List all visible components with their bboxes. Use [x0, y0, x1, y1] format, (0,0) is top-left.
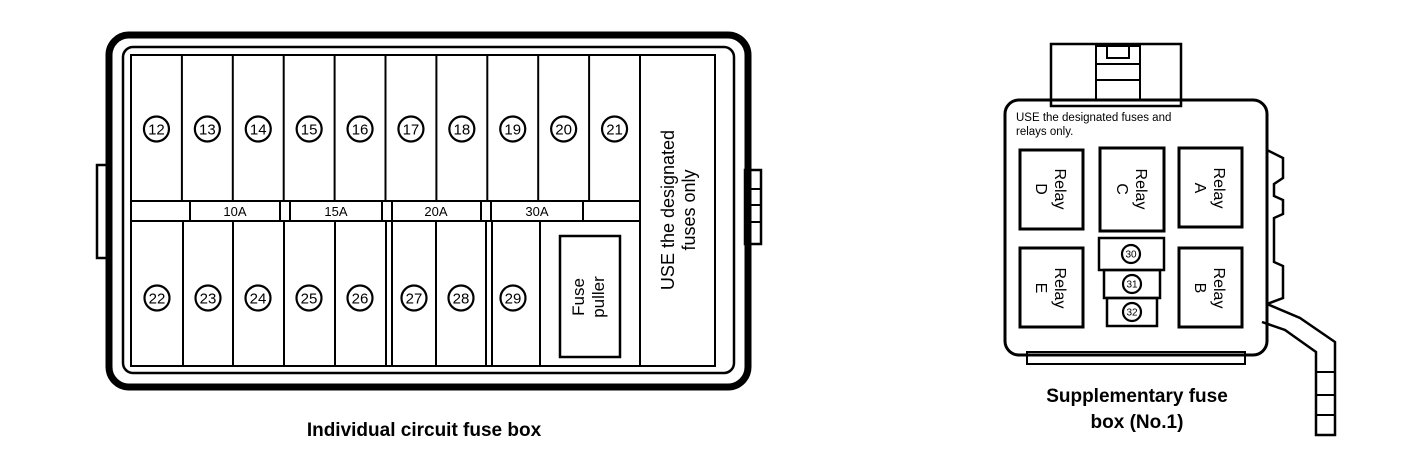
small-fuse-30: 30	[1120, 243, 1142, 265]
fuse-14: 14	[244, 115, 272, 143]
fuse-23-label: 23	[200, 290, 217, 307]
fuse-21: 21	[600, 115, 629, 143]
fuse-23: 23	[194, 284, 222, 312]
relay-c	[1098, 146, 1166, 233]
top-connector	[1049, 42, 1183, 108]
supplementary-box-body	[1003, 98, 1269, 357]
fuse-25-label: 25	[301, 290, 318, 307]
small-fuse-32-label: 32	[1126, 308, 1138, 319]
fuse-17-label: 17	[403, 121, 420, 138]
supplementary-notice-line-2: relays only.	[1016, 126, 1073, 138]
svg-text:E: E	[1032, 283, 1049, 294]
svg-text:C: C	[1113, 183, 1130, 195]
right-caption-line-1: Supplementary fuse	[1046, 386, 1228, 407]
svg-text:Relay: Relay	[1051, 169, 1068, 210]
fuse-19-label: 19	[504, 121, 521, 138]
relay-e	[1018, 246, 1085, 329]
svg-text:USE the designated: USE the designated	[658, 130, 678, 290]
supplementary-fuse-box	[1003, 42, 1337, 437]
svg-text:Relay: Relay	[1210, 168, 1227, 209]
side-clips	[1266, 148, 1285, 306]
svg-text:D: D	[1032, 183, 1049, 195]
fuse-22-label: 22	[149, 290, 166, 307]
fuse-15-label: 15	[301, 121, 318, 138]
fuse-29: 29	[499, 284, 527, 312]
rating-20A: 20A	[424, 204, 447, 219]
fuse-29-label: 29	[505, 290, 522, 307]
relay-b	[1177, 246, 1244, 329]
fuse-puller	[558, 234, 622, 359]
left-caption: Individual circuit fuse box	[307, 420, 542, 441]
small-fuse-30-label: 30	[1125, 250, 1137, 261]
cable	[1261, 302, 1337, 437]
small-fuse-32: 32	[1121, 301, 1143, 323]
fuse-16-label: 16	[352, 121, 369, 138]
svg-text:Relay: Relay	[1210, 268, 1227, 309]
fuse-18: 18	[448, 115, 476, 143]
fuse-24-label: 24	[250, 290, 267, 307]
fuse-28-label: 28	[453, 290, 470, 307]
small-fuse-31: 31	[1121, 273, 1143, 295]
fuse-27: 27	[400, 284, 428, 312]
fuse-16: 16	[346, 115, 374, 143]
fuse-21-label: 21	[606, 121, 623, 138]
fuse-box-inner-frame	[121, 45, 736, 375]
rating-30A: 30A	[525, 204, 548, 219]
right-caption-line-2: box (No.1)	[1091, 412, 1184, 433]
relay-a	[1177, 146, 1244, 229]
fuse-26: 26	[346, 284, 374, 312]
individual-circuit-fuse-box	[95, 31, 763, 391]
svg-text:puller: puller	[589, 276, 608, 318]
fuse-27-label: 27	[406, 290, 423, 307]
rating-15A: 15A	[324, 204, 347, 219]
fuse-20: 20	[550, 115, 578, 143]
svg-text:fuses only: fuses only	[679, 169, 699, 250]
svg-text:Relay: Relay	[1132, 169, 1149, 210]
fuse-12-label: 12	[148, 121, 165, 138]
svg-text:Fuse: Fuse	[569, 278, 588, 316]
small-fuse-block-32	[1105, 296, 1159, 328]
fuse-28: 28	[447, 284, 475, 312]
fuse-22: 22	[143, 284, 171, 312]
fuse-24: 24	[244, 284, 272, 312]
svg-text:Relay: Relay	[1051, 268, 1068, 309]
fuse-25: 25	[295, 284, 323, 312]
fuse-13-label: 13	[199, 121, 216, 138]
relay-d	[1018, 148, 1085, 231]
fuse-17: 17	[397, 115, 425, 143]
supplementary-notice-line-1: USE the designated fuses and	[1016, 112, 1171, 124]
svg-text:B: B	[1191, 283, 1208, 294]
fuse-15: 15	[295, 115, 323, 143]
fuse-14-label: 14	[250, 121, 267, 138]
fuse-box-outer-frame	[105, 31, 752, 391]
svg-text:A: A	[1191, 183, 1208, 194]
fuse-19: 19	[499, 115, 527, 143]
fuse-18-label: 18	[454, 121, 471, 138]
fuse-panel	[130, 54, 716, 367]
small-fuse-31-label: 31	[1126, 280, 1138, 291]
fuse-12: 12	[142, 115, 171, 143]
rating-10A: 10A	[223, 204, 246, 219]
fuse-20-label: 20	[555, 121, 572, 138]
fuse-26-label: 26	[352, 290, 369, 307]
fuse-13: 13	[193, 115, 221, 143]
